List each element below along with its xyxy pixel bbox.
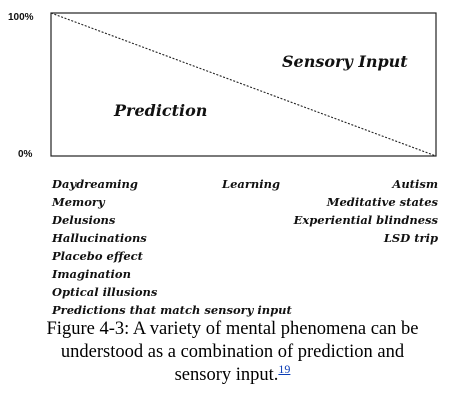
center-phenomena-list: Learning	[221, 177, 280, 191]
caption-line-3-text: sensory input.	[174, 365, 279, 385]
left-phenomena-list: DaydreamingMemoryDelusionsHallucinations…	[51, 177, 293, 317]
phenomenon-right-0: Autism	[391, 177, 438, 191]
y-axis-top-label: 100%	[8, 12, 34, 23]
footnote-link[interactable]: 19	[278, 361, 291, 376]
caption-line-3: sensory input.19	[0, 361, 465, 387]
phenomenon-center-0: Learning	[221, 177, 280, 191]
region-label-sensory-input: Sensory Input	[282, 52, 408, 71]
phenomenon-left-6: Optical illusions	[52, 285, 158, 299]
phenomenon-right-3: LSD trip	[383, 231, 438, 245]
phenomenon-right-1: Meditative states	[326, 195, 439, 209]
caption-line-2: understood as a combination of predictio…	[60, 342, 405, 362]
diagram-frame	[50, 12, 437, 157]
figure-caption: Figure 4-3: A variety of mental phenomen…	[0, 318, 465, 387]
diagonal-divider	[50, 12, 437, 157]
phenomenon-left-0: Daydreaming	[51, 177, 138, 191]
phenomenon-left-3: Hallucinations	[51, 231, 147, 245]
phenomenon-left-5: Imagination	[51, 267, 131, 281]
phenomenon-right-2: Experiential blindness	[293, 213, 439, 227]
caption-line-1: Figure 4-3: A variety of mental phenomen…	[46, 319, 419, 339]
y-axis-bottom-label: 0%	[18, 149, 33, 160]
phenomenon-left-4: Placebo effect	[51, 249, 144, 263]
region-label-prediction: Prediction	[113, 101, 207, 120]
phenomenon-left-1: Memory	[51, 195, 106, 209]
phenomenon-left-2: Delusions	[51, 213, 116, 227]
phenomenon-left-7: Predictions that match sensory input	[51, 303, 293, 317]
